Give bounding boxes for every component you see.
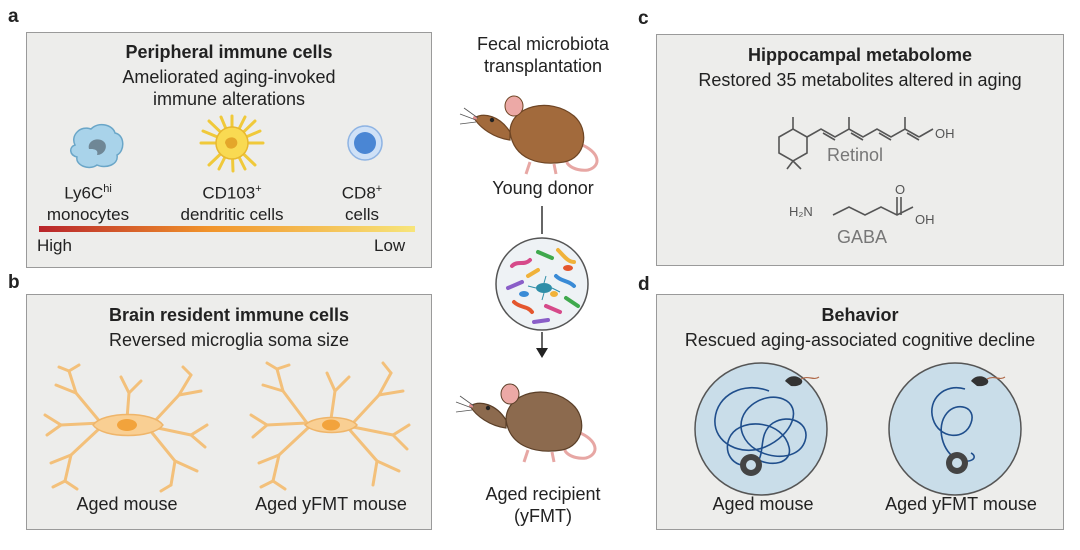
transfer-arrow-line-top [541, 206, 543, 234]
panel-b-label-left: Aged mouse [76, 494, 178, 514]
panel-d-subtitle: Rescued aging-associated cognitive decli… [684, 330, 1036, 350]
panel-a-subtitle-line2: immune alterations [152, 89, 306, 109]
center-recipient-line1: Aged recipient [485, 484, 601, 504]
cell-label-ly6c: Ly6Chi monocytes [29, 179, 147, 225]
cell-label-cd8: CD8+ cells [317, 179, 407, 225]
panel-b-letter: b [8, 272, 20, 293]
transfer-arrow-down [536, 332, 548, 358]
gaba-h2n-label: H₂N [789, 204, 813, 219]
expression-gradient-bar [39, 226, 415, 232]
cell-label-cd103: CD103+ dendritic cells [167, 179, 297, 225]
gaba-o-label: O [895, 182, 906, 197]
panel-d-label-left: Aged mouse [712, 494, 814, 514]
panel-c-subtitle: Restored 35 metabolites altered in aging [698, 70, 1022, 90]
dendritic-cell-icon [199, 114, 265, 173]
retinol-label: Retinol [827, 145, 884, 165]
water-maze-aged-icon [694, 362, 828, 496]
gaba-oh-label: OH [915, 212, 935, 227]
panel-c: Hippocampal metabolome Restored 35 metab… [656, 34, 1064, 266]
panel-b-label-right: Aged yFMT mouse [255, 494, 407, 514]
panel-b-title: Brain resident immune cells [108, 305, 350, 325]
panel-d-title: Behavior [821, 305, 899, 325]
panel-b: Brain resident immune cells Reversed mic… [26, 294, 432, 530]
monocyte-cell-icon [70, 123, 124, 169]
microglia-yfmt-icon [249, 361, 411, 491]
young-donor-mouse-icon [459, 95, 599, 175]
panel-a: Peripheral immune cells Ameliorated agin… [26, 32, 432, 268]
microbiota-sphere-icon [495, 237, 589, 331]
panel-d-letter: d [638, 274, 650, 295]
cd8-base: CD8 [341, 183, 376, 203]
panel-c-title: Hippocampal metabolome [747, 45, 973, 65]
cd8-line2: cells [344, 204, 379, 224]
panel-a-subtitle-line1: Ameliorated aging-invoked [122, 67, 336, 87]
microglia-aged-icon [43, 363, 209, 493]
panel-a-letter: a [8, 6, 19, 27]
cd103-sup: + [255, 183, 262, 195]
aged-recipient-mouse-icon [455, 383, 597, 463]
center-top-line1: Fecal microbiota [476, 34, 610, 54]
gaba-structure-icon [832, 197, 914, 216]
scale-low-label: Low [374, 236, 406, 255]
cd103-line2: dendritic cells [180, 204, 284, 224]
panel-c-letter: c [638, 8, 649, 29]
ly6c-line2: monocytes [46, 204, 130, 224]
panel-d: Behavior Rescued aging-associated cognit… [656, 294, 1064, 530]
scale-high-label: High [37, 236, 72, 255]
gaba-label: GABA [837, 227, 888, 247]
cd8-sup: + [375, 183, 383, 195]
water-maze-yfmt-icon [888, 362, 1022, 496]
ly6c-base: Ly6C [64, 183, 104, 203]
panel-a-title: Peripheral immune cells [125, 42, 333, 62]
panel-b-subtitle: Reversed microglia soma size [108, 330, 350, 350]
cd8-cell-icon [347, 125, 383, 161]
panel-d-label-right: Aged yFMT mouse [885, 494, 1037, 514]
center-donor-label: Young donor [492, 178, 594, 198]
retinol-structure-icon [778, 117, 934, 170]
center-top-line2: transplantation [483, 56, 603, 76]
retinol-oh-label: OH [935, 126, 955, 141]
ly6c-sup: hi [103, 183, 112, 195]
cd103-base: CD103 [202, 183, 256, 203]
center-recipient-line2: (yFMT) [514, 506, 572, 526]
